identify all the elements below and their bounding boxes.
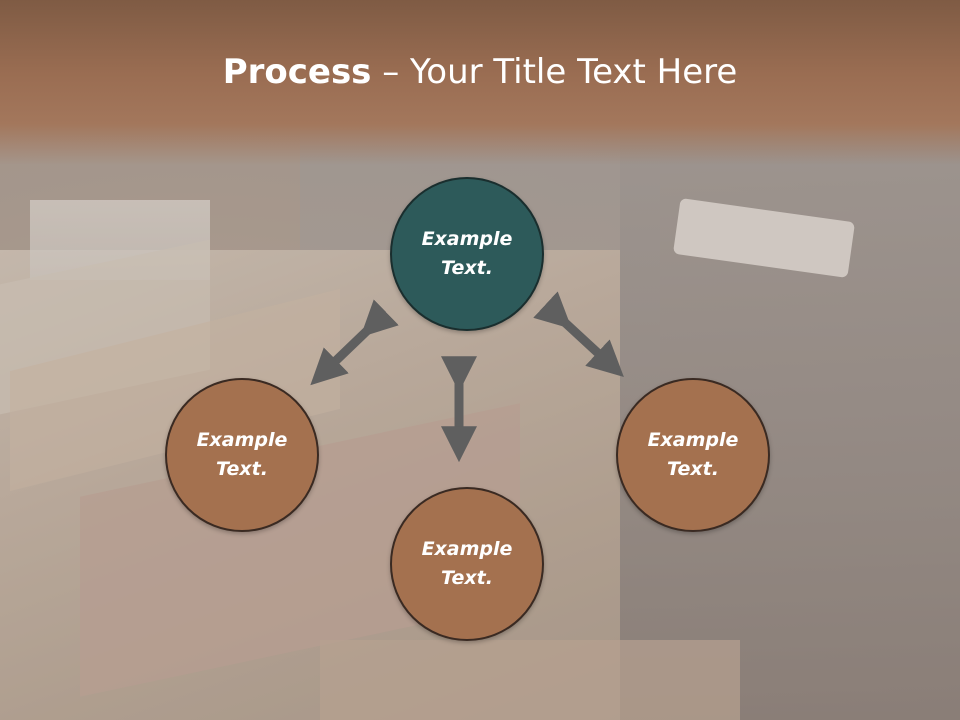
title-rest: – Your Title Text Here <box>371 52 738 92</box>
node-label-line1: Example <box>421 228 513 250</box>
node-label-line2: Text. <box>667 458 719 480</box>
node-label-line2: Text. <box>441 257 493 279</box>
node-label-line1: Example <box>196 429 288 451</box>
title-bold: Process <box>222 52 372 92</box>
node-label-line1: Example <box>421 538 513 560</box>
background-photo-food <box>320 640 740 720</box>
node-label-line2: Text. <box>216 458 268 480</box>
node-label-line1: Example <box>647 429 739 451</box>
double-arrow-icon[interactable] <box>310 299 399 386</box>
double-arrow-icon[interactable] <box>533 291 624 377</box>
node-label-line2: Text. <box>441 567 493 589</box>
title-band <box>0 0 960 165</box>
page-title[interactable]: Process – Your Title Text Here <box>0 52 960 92</box>
